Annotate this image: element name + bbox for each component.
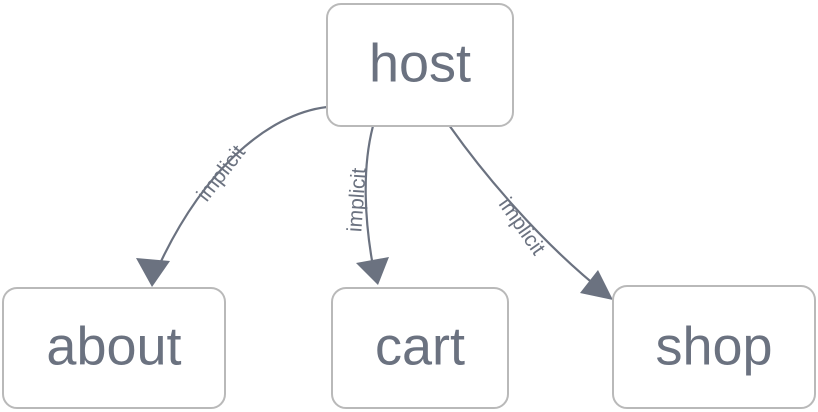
- graph-node-host[interactable]: host: [326, 3, 514, 127]
- edge-line: [150, 105, 328, 282]
- node-box[interactable]: [326, 3, 514, 127]
- graph-node-cart[interactable]: cart: [331, 287, 509, 409]
- node-label: about: [46, 316, 181, 376]
- node-box[interactable]: [612, 285, 816, 409]
- graph-edge[interactable]: implicit: [343, 125, 389, 285]
- graph-node-shop[interactable]: shop: [612, 285, 816, 409]
- edges-layer: implicit implicit implicit: [136, 105, 613, 300]
- node-label: shop: [655, 316, 772, 376]
- edge-arrowhead-icon: [136, 258, 170, 287]
- node-label: host: [369, 33, 471, 93]
- edge-label: implicit: [343, 167, 370, 233]
- graph-node-about[interactable]: about: [2, 287, 226, 409]
- edge-arrowhead-icon: [356, 257, 389, 285]
- edge-label: implicit: [494, 194, 550, 260]
- node-box[interactable]: [331, 287, 509, 409]
- node-label: cart: [375, 316, 465, 376]
- edge-label: implicit: [192, 141, 250, 206]
- edge-arrowhead-icon: [580, 270, 613, 300]
- edge-line: [364, 125, 377, 278]
- node-box[interactable]: [2, 287, 226, 409]
- graph-edge[interactable]: implicit: [136, 105, 328, 287]
- edge-line: [448, 124, 607, 295]
- graph-edge[interactable]: implicit: [448, 124, 613, 300]
- nodes-layer: host about cart shop: [2, 3, 816, 409]
